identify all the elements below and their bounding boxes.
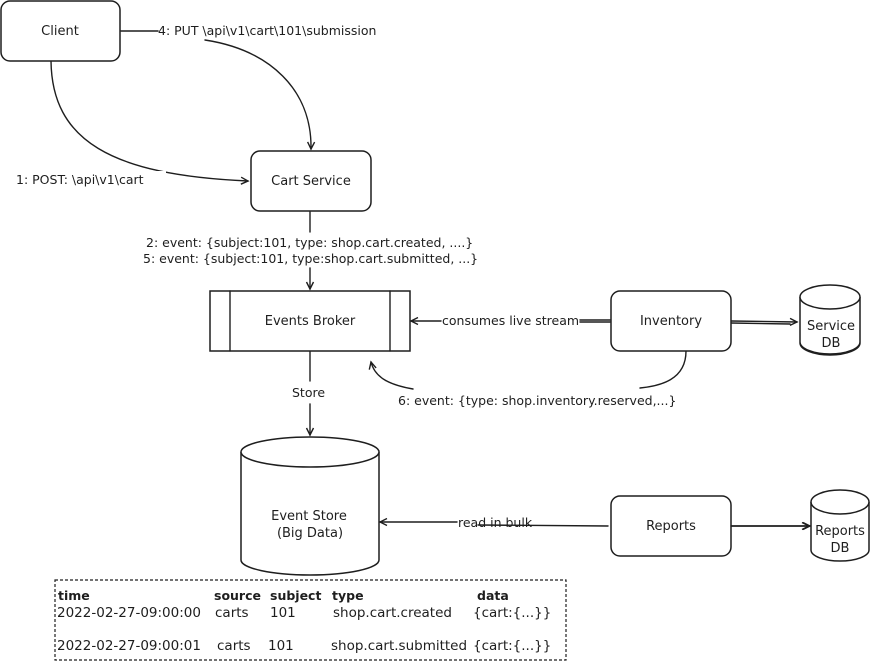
column-header-time: time bbox=[58, 588, 90, 603]
node-cart-service[interactable]: Cart Service bbox=[250, 150, 372, 212]
node-cart-service-label: Cart Service bbox=[271, 174, 351, 189]
node-reports[interactable]: Reports bbox=[610, 495, 732, 557]
cell-data: {cart:{...}} bbox=[473, 605, 551, 621]
cell-time: 2022-02-27-09:00:01 bbox=[57, 638, 201, 654]
edge-read-in-bulk[interactable]: read in bulk bbox=[378, 515, 609, 530]
cell-data: {cart:{...}} bbox=[473, 638, 551, 654]
node-client[interactable]: Client bbox=[0, 0, 121, 62]
edge-label-event-submitted: 5: event: {subject:101, type:shop.cart.s… bbox=[143, 251, 478, 266]
node-service-db[interactable]: Service DB bbox=[799, 284, 861, 356]
column-header-subject: subject bbox=[270, 588, 321, 603]
cell-subject: 101 bbox=[268, 638, 294, 654]
node-reports-db-label-2: DB bbox=[831, 541, 850, 556]
edge-label-read-in-bulk: read in bulk bbox=[458, 515, 533, 530]
edge-label-store: Store bbox=[292, 385, 325, 400]
edge-consumes-live-stream[interactable]: consumes live stream bbox=[409, 313, 611, 328]
cell-type: shop.cart.created bbox=[333, 605, 452, 621]
cell-source: carts bbox=[217, 638, 251, 654]
cell-subject: 101 bbox=[270, 605, 296, 621]
edge-store[interactable]: Store bbox=[292, 350, 325, 437]
edge-inventory-servicedb[interactable] bbox=[730, 317, 799, 327]
node-reports-label: Reports bbox=[646, 519, 696, 534]
table-row: 2022-02-27-09:00:00 carts 101 shop.cart.… bbox=[57, 605, 551, 621]
column-header-data: data bbox=[477, 588, 509, 603]
node-inventory[interactable]: Inventory bbox=[610, 290, 732, 352]
edge-inventory-reserved[interactable]: 6: event: {type: shop.inventory.reserved… bbox=[368, 350, 687, 408]
node-reports-db-label-1: Reports bbox=[815, 524, 865, 539]
edge-label-event-reserved: 6: event: {type: shop.inventory.reserved… bbox=[398, 393, 676, 408]
event-table: time source subject type data 2022-02-27… bbox=[54, 579, 567, 661]
edge-label-event-created: 2: event: {subject:101, type: shop.cart.… bbox=[146, 235, 473, 250]
edge-label-put-submission: 4: PUT \api\v1\cart\101\submission bbox=[158, 23, 376, 38]
column-header-type: type bbox=[332, 588, 364, 603]
column-header-source: source bbox=[214, 588, 261, 603]
table-row: 2022-02-27-09:00:01 carts 101 shop.cart.… bbox=[57, 638, 551, 654]
node-events-broker-label: Events Broker bbox=[265, 314, 356, 329]
node-event-store-label-1: Event Store bbox=[271, 509, 347, 524]
edge-label-consumes-live-stream: consumes live stream bbox=[442, 313, 579, 328]
edge-label-bg bbox=[14, 171, 166, 188]
cell-type: shop.cart.submitted bbox=[331, 638, 467, 654]
cell-time: 2022-02-27-09:00:00 bbox=[57, 605, 201, 621]
node-reports-db[interactable]: Reports DB bbox=[810, 489, 870, 562]
edge-cart-events[interactable]: 2: event: {subject:101, type: shop.cart.… bbox=[143, 211, 478, 291]
edge-post-cart[interactable]: 1: POST: \api\v1\cart bbox=[14, 60, 250, 188]
node-service-db-label-2: DB bbox=[822, 336, 841, 351]
node-event-store-label-2: (Big Data) bbox=[277, 526, 343, 541]
node-events-broker[interactable]: Events Broker bbox=[209, 290, 411, 352]
node-inventory-label: Inventory bbox=[640, 314, 702, 329]
node-service-db-label-1: Service bbox=[807, 319, 855, 334]
edge-put-submission[interactable]: 4: PUT \api\v1\cart\101\submission bbox=[120, 23, 376, 151]
cell-source: carts bbox=[215, 605, 249, 621]
edge-label-post-cart: 1: POST: \api\v1\cart bbox=[16, 172, 144, 187]
node-event-store[interactable]: Event Store (Big Data) bbox=[240, 436, 380, 576]
node-client-label: Client bbox=[41, 24, 79, 39]
event-table-header: time source subject type data bbox=[58, 588, 509, 603]
